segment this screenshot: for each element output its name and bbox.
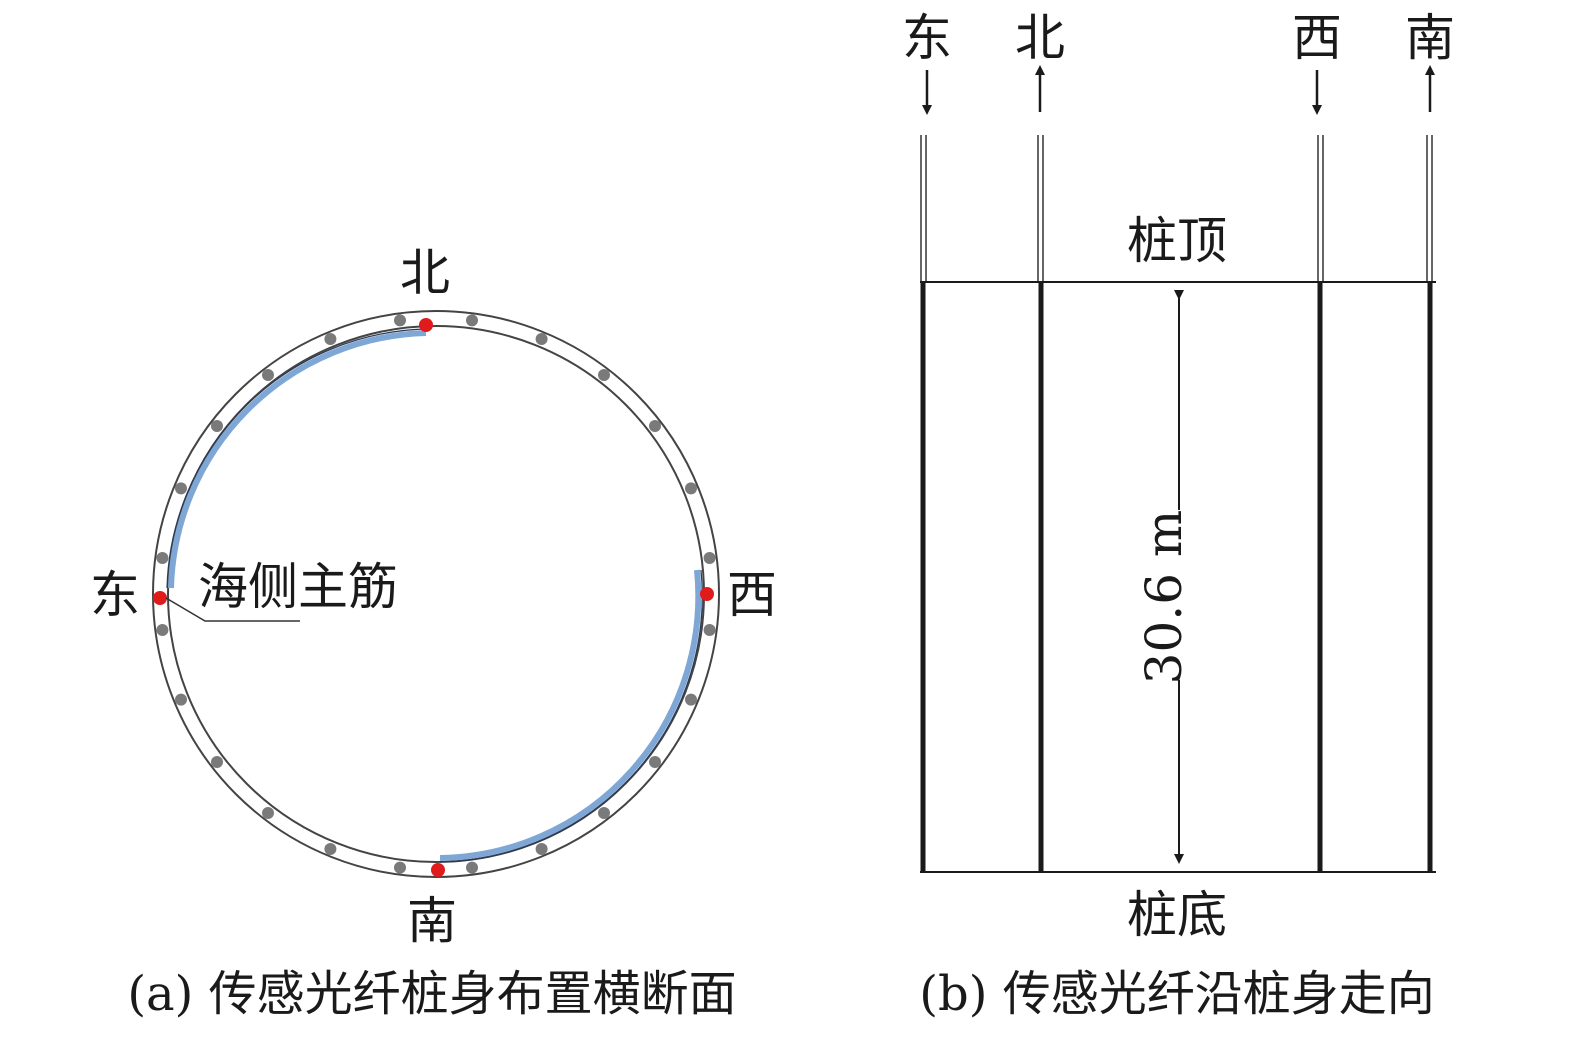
rebar-dot [649, 756, 661, 768]
rebar-dot [175, 482, 187, 495]
label-b-south: 南 [1405, 9, 1455, 67]
rebar-dot [211, 420, 223, 432]
rebar-leader-line [165, 597, 300, 622]
rebar-dot [703, 552, 716, 564]
rebar-dot [535, 843, 548, 855]
caption-b: (b) 传感光纤沿桩身走向 [919, 966, 1434, 1022]
rebar-dot [211, 756, 223, 768]
length-label: 30.6 m [1135, 510, 1193, 685]
rebar-dot [598, 807, 610, 819]
rebar-dot [324, 843, 337, 855]
rebar-dots [156, 314, 716, 874]
rebar-dot [262, 369, 274, 381]
label-a-west: 西 [727, 566, 777, 624]
rebar-dot [703, 624, 716, 636]
rebar-dot [649, 420, 661, 432]
fiber-leads [920, 135, 1433, 282]
panel-b-longitudinal: 东 北 西 南 30.6 m 桩顶 桩底 (b) 传感光纤沿桩身走向 [902, 9, 1455, 1022]
rebar-dot [466, 314, 478, 327]
rebar-dot [262, 807, 274, 819]
rebar-dot [685, 693, 697, 706]
sensor-point-north [419, 318, 433, 332]
sensor-point-west [700, 587, 714, 601]
fiber-arc-west-south-edge [439, 569, 703, 863]
label-a-east: 东 [90, 566, 140, 624]
fiber-arc-north-east [168, 330, 427, 589]
label-b-east: 东 [902, 9, 952, 67]
rebar-dot [156, 552, 169, 564]
rebar-dot [394, 314, 406, 327]
sensor-point-south [431, 863, 445, 877]
fiber-arc-west-south [439, 569, 702, 861]
label-a-south: 南 [407, 892, 457, 950]
pile-outer-circle [152, 310, 720, 878]
label-pile-bottom: 桩底 [1127, 886, 1227, 944]
caption-a: (a) 传感光纤桩身布置横断面 [127, 966, 736, 1022]
panel-a-cross-section: 北 东 西 南 海侧主筋 (a) 传感光纤桩身布置横断面 [90, 244, 777, 1022]
fiber-arc-north-east-edge [166, 328, 427, 589]
label-b-north: 北 [1015, 9, 1065, 67]
rebar-dot [535, 333, 548, 345]
rebar-dot [175, 693, 187, 706]
rebar-dot [394, 861, 406, 874]
length-label-bg [1160, 510, 1198, 680]
rebar-dot [156, 624, 169, 636]
label-a-north: 北 [400, 244, 450, 302]
rebar-dot [685, 482, 697, 495]
label-pile-top: 桩顶 [1127, 212, 1227, 270]
sensor-point-east [153, 591, 167, 605]
label-rebar: 海侧主筋 [198, 558, 398, 616]
rebar-dot [598, 369, 610, 381]
rebar-dot [324, 333, 337, 345]
rebar-dot [466, 861, 478, 874]
label-b-west: 西 [1292, 9, 1342, 67]
